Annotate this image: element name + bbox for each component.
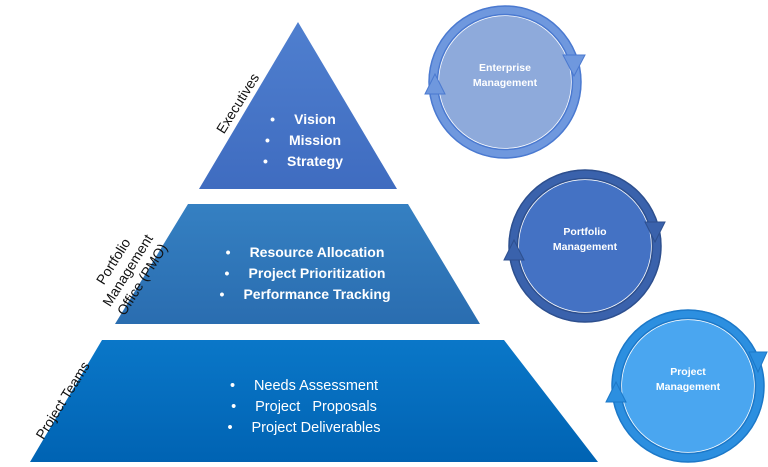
cycle-project-arrow-right xyxy=(748,351,768,374)
list-item: Project Proposals xyxy=(206,397,402,418)
cycle-portfolio-arrow-right xyxy=(644,221,666,244)
cycle-label-enterprise: Enterprise Management xyxy=(472,62,538,89)
list-item: Performance Tracking xyxy=(200,284,410,305)
cycle-project-arrow-left xyxy=(605,380,627,403)
cycle-label-portfolio: Portfolio Management xyxy=(552,226,618,253)
list-item: Needs Assessment xyxy=(206,376,402,397)
list-item: Project Deliverables xyxy=(206,418,402,439)
list-item: Mission xyxy=(248,130,358,151)
cycle-label-project: Project Management xyxy=(655,366,721,393)
tier-pmo-list: Resource Allocation Project Prioritizati… xyxy=(200,242,410,305)
cycle-portfolio-management xyxy=(503,169,666,323)
cycle-enterprise-arrow-right xyxy=(562,54,586,78)
cycle-portfolio-fill xyxy=(519,180,651,312)
tier-executives-list: Vision Mission Strategy xyxy=(248,109,358,172)
list-item: Strategy xyxy=(248,151,358,172)
cycle-portfolio-arrow-left xyxy=(503,238,525,261)
tier-project-teams-list: Needs Assessment Project Proposals Proje… xyxy=(206,376,402,439)
cycle-enterprise-arrow-left xyxy=(424,72,446,95)
cycle-enterprise-management xyxy=(424,5,586,159)
list-item: Project Prioritization xyxy=(200,263,410,284)
cycle-enterprise-fill xyxy=(439,16,571,148)
list-item: Vision xyxy=(248,109,358,130)
cycle-project-management xyxy=(605,309,768,463)
list-item: Resource Allocation xyxy=(200,242,410,263)
cycle-project-fill xyxy=(622,320,754,452)
